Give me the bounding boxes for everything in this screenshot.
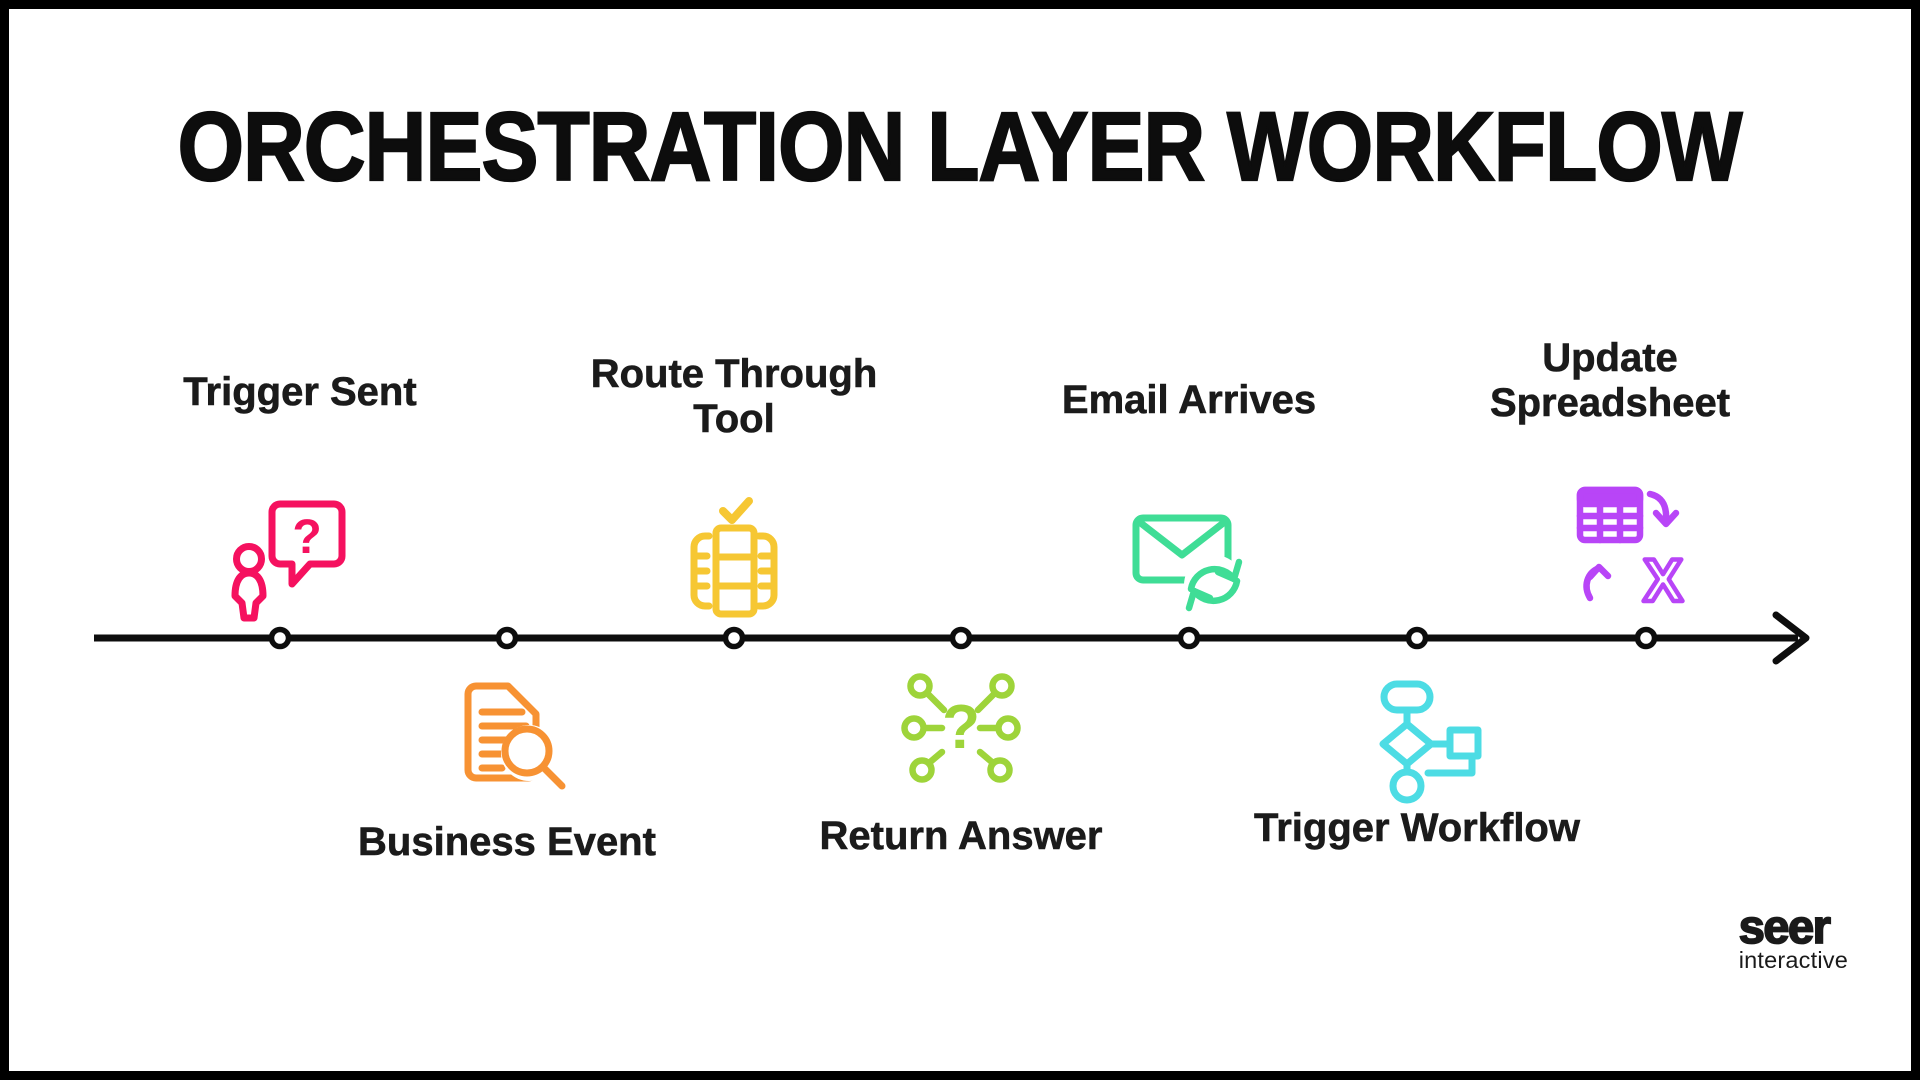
svg-text:?: ? — [942, 693, 980, 762]
step-label: Email Arrives — [1061, 378, 1317, 423]
document-search-icon — [442, 668, 572, 798]
route-tool-check-icon — [669, 492, 799, 622]
step-label: Trigger Sent — [183, 370, 417, 415]
svg-text:?: ? — [292, 511, 321, 564]
step-label: Trigger Workflow — [1254, 806, 1581, 851]
spreadsheet-excel-sync-icon: X — [1568, 482, 1698, 612]
step-label: Update Spreadsheet — [1489, 336, 1731, 426]
page-title: ORCHESTRATION LAYER WORKFLOW — [177, 92, 1744, 201]
svg-text:X: X — [1643, 547, 1683, 612]
step-label: Return Answer — [819, 814, 1103, 859]
timeline-dots — [268, 626, 1658, 650]
question-network-icon: ? — [896, 664, 1026, 794]
flowchart-icon — [1352, 676, 1482, 806]
timeline-arrow — [94, 611, 1810, 665]
person-question-icon: ? — [222, 492, 352, 622]
step-label: Route Through Tool — [590, 352, 878, 442]
seer-interactive-logo: seer interactive — [1738, 900, 1848, 974]
step-label: Business Event — [358, 820, 656, 865]
email-refresh-icon — [1124, 492, 1254, 622]
logo-wordmark: seer — [1738, 900, 1832, 953]
page-title-wrap: ORCHESTRATION LAYER WORKFLOW — [0, 92, 1920, 201]
logo-subtext: interactive — [1738, 947, 1848, 974]
